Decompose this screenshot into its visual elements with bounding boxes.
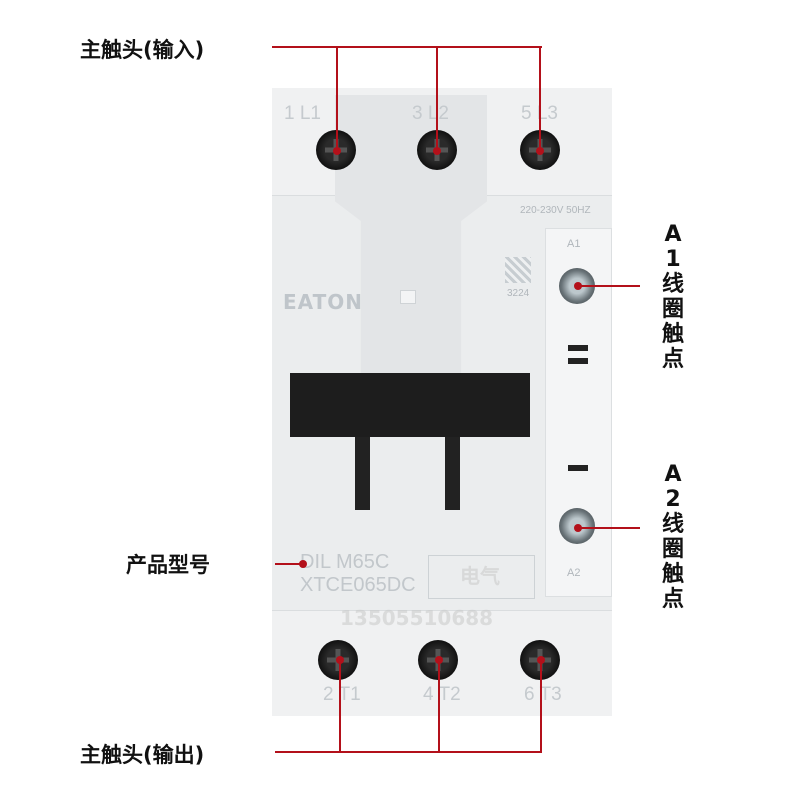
leader-line [578, 285, 640, 287]
marker [568, 358, 588, 364]
leader-dot [435, 656, 443, 664]
annotation-coil-a2: A2线圈触点 [661, 462, 684, 612]
leader-dot [537, 656, 545, 664]
leader-line [539, 46, 541, 150]
terminal-label-t1: 2 T1 [323, 684, 361, 705]
leader-dot [433, 147, 441, 155]
leader-line [436, 46, 438, 150]
leader-dot [299, 560, 307, 568]
voltage-rating: 220-230V 50HZ [520, 205, 591, 216]
leader-line [438, 660, 440, 752]
coil-label-a2: A2 [567, 567, 581, 579]
datamatrix-code [505, 257, 531, 283]
leader-dot [536, 147, 544, 155]
actuator-rod [445, 437, 460, 510]
leader-dot [574, 282, 582, 290]
model-line-1: DIL M65C [300, 551, 390, 573]
leader-line [275, 563, 303, 565]
model-line-2: XTCE065DC [300, 574, 416, 596]
leader-line [272, 46, 542, 48]
terminal-label-t3: 6 T3 [524, 684, 562, 705]
leader-line [540, 660, 542, 752]
leader-line [339, 660, 341, 752]
product-code: 3224 [507, 288, 530, 299]
leader-dot [333, 147, 341, 155]
terminal-label-t2: 4 T2 [423, 684, 461, 705]
leader-line [275, 751, 542, 753]
watermark-phone: 13505510688 [340, 606, 494, 630]
annotation-main-output: 主触头(输出) [80, 743, 205, 767]
eaton-logo: EATON [283, 290, 363, 314]
leader-line [336, 46, 338, 150]
coil-label-a1: A1 [567, 238, 581, 250]
terminal-label-l1: 1 L1 [284, 103, 321, 124]
label-box [428, 555, 535, 599]
watermark-text: 电气 [460, 564, 500, 588]
marker [568, 345, 588, 351]
annotation-model: 产品型号 [126, 553, 210, 577]
terminal-label-l2: 3 L2 [412, 103, 449, 124]
leader-dot [336, 656, 344, 664]
actuator-bar [290, 373, 530, 437]
marker [568, 465, 588, 471]
actuator-rod [355, 437, 370, 510]
indicator-window [400, 290, 416, 304]
leader-line [578, 527, 640, 529]
leader-dot [574, 524, 582, 532]
annotation-coil-a1: A1线圈触点 [661, 222, 684, 372]
annotation-main-input: 主触头(输入) [80, 38, 205, 62]
